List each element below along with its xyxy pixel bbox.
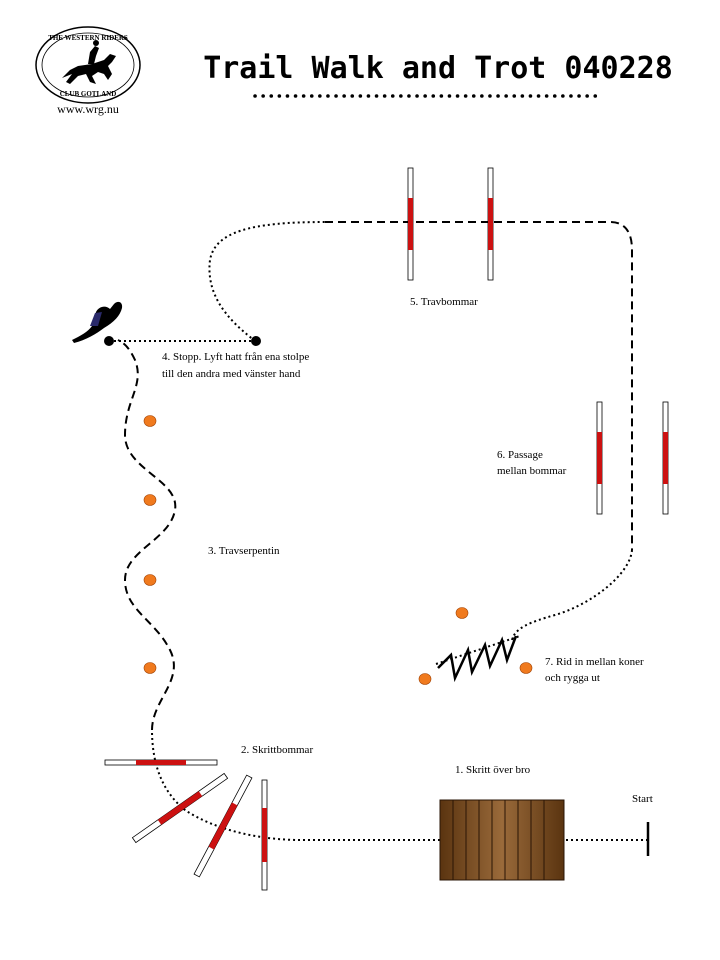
bridge-obstacle — [439, 799, 565, 881]
cone — [455, 607, 469, 619]
label-passage-line2: mellan bommar — [497, 465, 567, 477]
trot-pole-1 — [407, 167, 414, 281]
hat-icon — [72, 301, 123, 343]
walk-pole-vertical — [261, 779, 268, 891]
walk-pole-diagonal-2 — [193, 774, 253, 878]
club-logo: THE WESTERN RIDERS CLUB GOTLAND — [35, 26, 141, 104]
course-path — [109, 221, 648, 841]
path-segment-walk — [151, 729, 440, 841]
website-url: www.wrg.nu — [57, 102, 119, 116]
cone — [143, 494, 157, 506]
label-trot-serpentine: 3. Travserpentin — [208, 545, 280, 557]
cone — [143, 662, 157, 674]
logo-text-bottom: CLUB GOTLAND — [60, 90, 117, 98]
cone — [418, 673, 432, 685]
walk-pole-diagonal-1 — [131, 772, 229, 844]
label-walk-poles: 2. Skrittbommar — [241, 744, 313, 756]
path-segment-serpentine — [117, 339, 177, 731]
label-stop-line2: till den andra med vänster hand — [162, 368, 301, 380]
walk-poles — [104, 759, 268, 891]
cone — [143, 415, 157, 427]
label-cones-line2: och rygga ut — [545, 672, 600, 684]
stop-post-right — [251, 336, 261, 346]
cone — [519, 662, 533, 674]
label-stop-line1: 4. Stopp. Lyft hatt från ena stolpe — [162, 351, 309, 363]
passage-poles — [596, 401, 669, 515]
horse-rider-icon — [62, 40, 116, 84]
backup-zigzag — [437, 635, 518, 683]
trot-pole-2 — [487, 167, 494, 281]
label-start: Start — [632, 793, 653, 805]
label-cones-line1: 7. Rid in mellan koner — [545, 656, 644, 668]
serpentine-cones — [143, 415, 157, 674]
label-passage-line1: 6. Passage — [497, 449, 543, 461]
passage-pole-1 — [596, 401, 603, 515]
walk-pole-top — [104, 759, 218, 766]
page-title: Trail Walk and Trot 040228 — [203, 51, 673, 86]
backup-cones — [418, 607, 533, 685]
path-segment-approach — [208, 221, 326, 342]
path-segment-cones — [511, 549, 633, 641]
stop-post-left — [104, 336, 114, 346]
cone — [143, 574, 157, 586]
label-trot-poles: 5. Travbommar — [410, 296, 478, 308]
label-bridge: 1. Skritt över bro — [455, 764, 531, 776]
logo-text-top: THE WESTERN RIDERS — [48, 34, 128, 42]
path-segment-trot — [325, 221, 633, 550]
trot-poles — [407, 167, 494, 281]
passage-pole-2 — [662, 401, 669, 515]
